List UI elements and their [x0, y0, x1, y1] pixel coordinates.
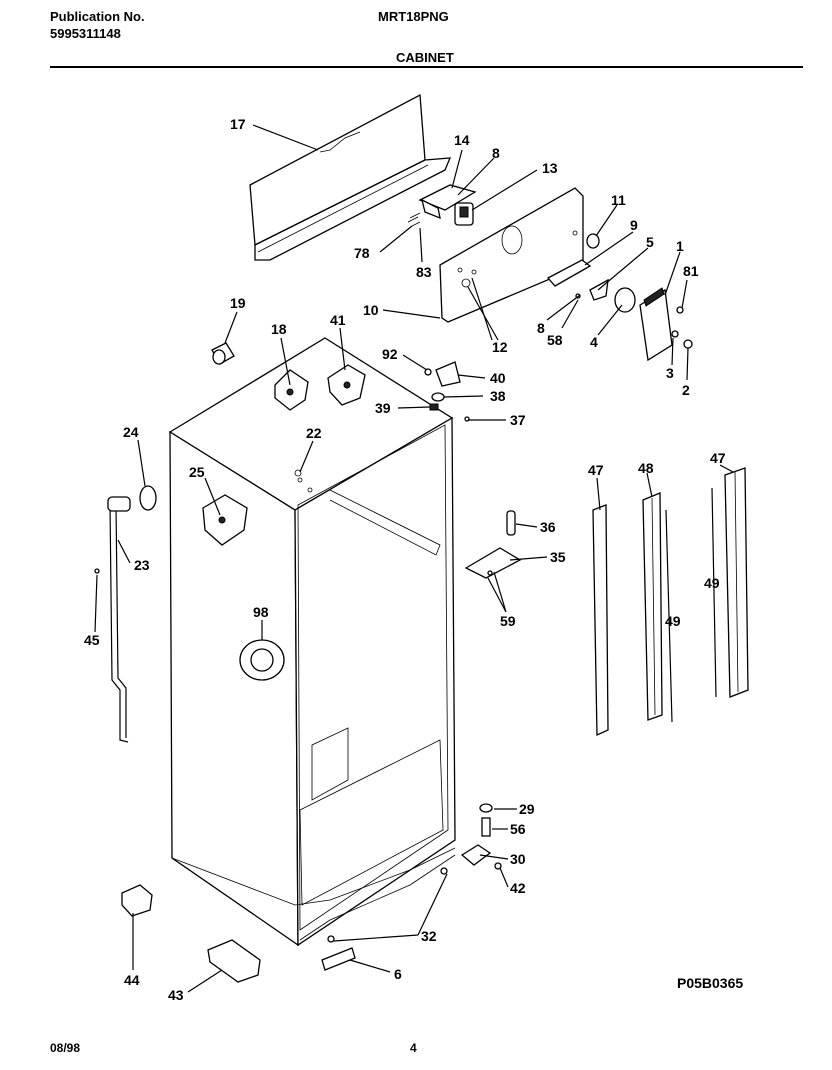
- part-23-door-stop-rod: [107, 496, 131, 743]
- callout-44: 44: [124, 972, 140, 988]
- callout-17: 17: [230, 116, 246, 132]
- part-25-side-bracket: [202, 494, 248, 546]
- footer-date: 08/98: [50, 1041, 80, 1055]
- part-59-screw: [487, 570, 493, 576]
- callout-92: 92: [382, 346, 398, 362]
- callout-47-left: 47: [588, 462, 604, 478]
- callout-45: 45: [84, 632, 100, 648]
- publication-number: 5995311148: [50, 26, 121, 41]
- part-6-toe-grille: [321, 947, 356, 971]
- callout-32: 32: [421, 928, 437, 944]
- callout-43: 43: [168, 987, 184, 1003]
- part-40-top-hinge: [435, 361, 461, 387]
- callout-5: 5: [646, 234, 654, 250]
- part-45-screw: [94, 568, 100, 574]
- callout-14: 14: [454, 132, 470, 148]
- callout-47-right: 47: [710, 450, 726, 466]
- callout-6: 6: [394, 966, 402, 982]
- callout-10: 10: [363, 302, 379, 318]
- part-36-hinge-pin: [506, 510, 516, 536]
- cabinet-shell: [168, 337, 456, 947]
- part-78-clip: [407, 212, 421, 227]
- part-41-hinge-plate: [327, 364, 366, 406]
- part-98-grommet: [239, 639, 285, 681]
- part-17-top-panel: [249, 93, 452, 261]
- callout-49-right: 49: [704, 575, 720, 591]
- callout-48: 48: [638, 460, 654, 476]
- callout-39: 39: [375, 400, 391, 416]
- header-rule: [50, 66, 803, 68]
- part-19-roller: [211, 342, 235, 365]
- part-13-thermostat: [454, 202, 474, 226]
- publication-label: Publication No.: [50, 9, 145, 24]
- part-29-washer: [479, 803, 493, 813]
- callout-30: 30: [510, 851, 526, 867]
- part-42-screw: [494, 862, 502, 870]
- section-title: CABINET: [396, 50, 454, 65]
- part-38-washer: [431, 392, 445, 402]
- callout-81: 81: [683, 263, 699, 279]
- callout-56: 56: [510, 821, 526, 837]
- callout-18: 18: [271, 321, 287, 337]
- callout-22: 22: [306, 425, 322, 441]
- model-number: MRT18PNG: [378, 9, 449, 24]
- callout-labels: 17 14 8 13 78 83 11 9 5 1 81 10 8 58 12 …: [84, 116, 726, 1003]
- callout-25: 25: [189, 464, 205, 480]
- callout-19: 19: [230, 295, 246, 311]
- callout-24: 24: [123, 424, 139, 440]
- callout-37: 37: [510, 412, 526, 428]
- callout-3: 3: [666, 365, 674, 381]
- part-43-bracket: [207, 939, 261, 983]
- callout-9: 9: [630, 217, 638, 233]
- part-44-clip: [121, 884, 153, 917]
- part-92-screw: [424, 368, 432, 376]
- part-39-pin: [429, 403, 439, 411]
- callout-38: 38: [490, 388, 506, 404]
- part-4-motor: [614, 287, 636, 313]
- part-11-knob: [586, 233, 600, 249]
- callout-98: 98: [253, 604, 269, 620]
- callout-49-left: 49: [665, 613, 681, 629]
- part-2-grommet: [683, 339, 693, 349]
- callout-29: 29: [519, 801, 535, 817]
- callout-13: 13: [542, 160, 558, 176]
- part-18-hinge-plate: [274, 369, 309, 411]
- part-81-screw: [676, 306, 684, 314]
- part-32-roller-rear: [440, 867, 448, 875]
- part-3-washer: [671, 330, 679, 338]
- part-5-fan-blade: [589, 278, 609, 301]
- callout-23: 23: [134, 557, 150, 573]
- callout-2: 2: [682, 382, 690, 398]
- figure-code: P05B0365: [677, 975, 743, 991]
- callout-58: 58: [547, 332, 563, 348]
- part-30-bracket: [460, 844, 492, 866]
- callout-78: 78: [354, 245, 370, 261]
- callout-36: 36: [540, 519, 556, 535]
- callout-8-mid: 8: [537, 320, 545, 336]
- part-35-center-hinge: [464, 547, 522, 579]
- callout-12: 12: [492, 339, 508, 355]
- callout-4: 4: [590, 334, 598, 350]
- part-47-trim-strip-left: [592, 504, 609, 737]
- page-number: 4: [410, 1041, 417, 1055]
- part-24-grommet: [139, 485, 157, 511]
- callout-11: 11: [611, 192, 626, 208]
- callout-8-top: 8: [492, 145, 500, 161]
- callout-35: 35: [550, 549, 566, 565]
- callout-41: 41: [330, 312, 346, 328]
- callout-42: 42: [510, 880, 526, 896]
- callout-1: 1: [676, 238, 684, 254]
- part-32-roller-front: [327, 935, 335, 943]
- part-1-motor-bracket: [639, 287, 673, 362]
- part-48-trim-strip: [642, 492, 663, 721]
- callout-40: 40: [490, 370, 506, 386]
- leader-lines: [94, 124, 734, 993]
- part-9-lever: [546, 259, 592, 287]
- part-56-leveler: [481, 817, 491, 837]
- callout-83: 83: [416, 264, 432, 280]
- callout-59: 59: [500, 613, 516, 629]
